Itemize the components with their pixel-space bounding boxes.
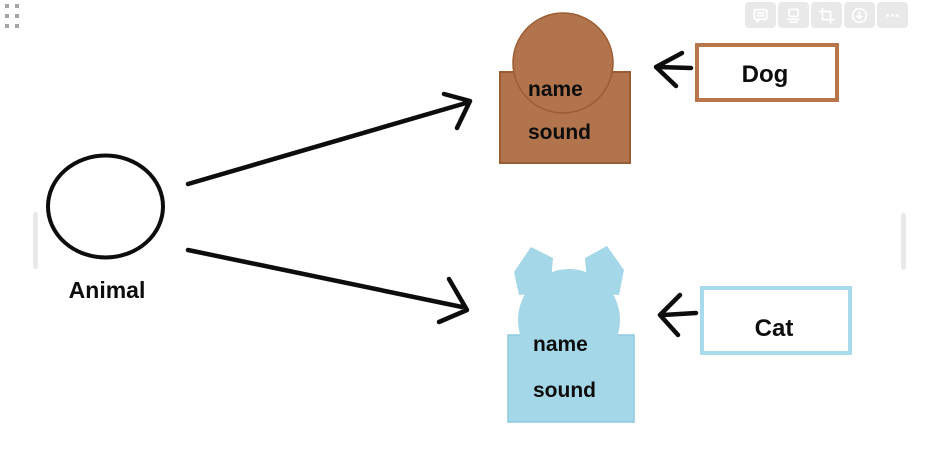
dog-head [512, 12, 614, 114]
grip-dot [15, 4, 19, 8]
animal-node[interactable]: Animal [46, 153, 165, 304]
ellipsis-icon [886, 13, 899, 17]
arrow-line [660, 310, 699, 318]
arrow-catbox-to-shape[interactable] [657, 292, 699, 338]
grip-dot [15, 24, 19, 28]
more-button[interactable] [877, 2, 908, 28]
dog-member-sound: sound [528, 121, 591, 144]
cat-label-box[interactable]: Cat [700, 286, 852, 355]
grip-dot [5, 4, 9, 8]
arrow-head [653, 50, 685, 89]
dog-label-text: Dog [742, 61, 789, 88]
arrow-line [655, 64, 694, 71]
download-icon [851, 7, 868, 23]
cat-member-name: name [533, 333, 588, 356]
cat-label-rect [700, 286, 852, 355]
cat-head [518, 269, 620, 371]
layout-icon [787, 7, 800, 23]
dog-label-rect [695, 43, 839, 102]
crop-button[interactable] [811, 2, 842, 28]
cat-label-text: Cat [755, 315, 794, 342]
crop-icon [818, 6, 835, 24]
arrow-line [185, 100, 469, 187]
cat-member-sound: sound [533, 379, 596, 402]
arrow-line [185, 247, 465, 310]
download-button[interactable] [844, 2, 875, 28]
grip-dot [15, 14, 19, 18]
arrow-animal-to-dog[interactable] [185, 91, 473, 187]
dog-shape[interactable]: name sound [499, 12, 631, 164]
animal-label: Animal [69, 277, 146, 303]
dog-label-box[interactable]: Dog [695, 43, 839, 102]
cat-shape[interactable]: name sound [507, 246, 635, 423]
comment-icon [753, 8, 768, 23]
comment-button[interactable] [745, 2, 776, 28]
dog-member-name: name [528, 78, 583, 101]
animal-ellipse [46, 153, 165, 260]
right-scrollbar[interactable] [901, 213, 906, 270]
arrow-head [441, 91, 473, 131]
arrow-head [657, 292, 683, 338]
grip-dot [5, 24, 9, 28]
drag-handle[interactable] [5, 4, 19, 28]
arrow-dogbox-to-shape[interactable] [653, 50, 694, 89]
grip-dot [5, 14, 9, 18]
left-scrollbar[interactable] [33, 212, 38, 269]
layout-button[interactable] [778, 2, 809, 28]
arrow-animal-to-cat[interactable] [185, 247, 470, 325]
floating-toolbar [745, 2, 908, 28]
arrow-head [436, 276, 470, 325]
